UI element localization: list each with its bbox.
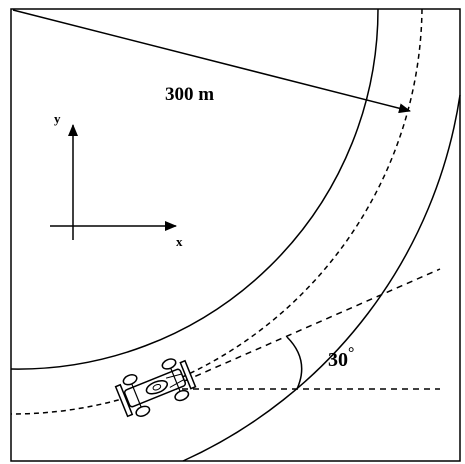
coordinate-axes: y x bbox=[50, 111, 183, 249]
track-outer-edge bbox=[182, 94, 461, 462]
tangent-line bbox=[154, 268, 441, 395]
car-front-wing bbox=[179, 359, 197, 390]
car-wheel-front-right bbox=[174, 389, 190, 402]
angle-label: 30° bbox=[328, 345, 354, 371]
radius-arrow bbox=[12, 9, 411, 114]
x-axis-label: x bbox=[176, 234, 183, 249]
track-inner-edge bbox=[10, 8, 379, 370]
track-centerline bbox=[10, 8, 423, 415]
angle-arc bbox=[286, 336, 303, 390]
car-wheel-rear-right bbox=[135, 405, 151, 417]
car-rear-wing bbox=[114, 383, 134, 418]
figure-frame bbox=[10, 8, 461, 462]
radius-label: 300 m bbox=[165, 84, 214, 105]
y-axis-label: y bbox=[54, 111, 61, 126]
car-wheel-front-left bbox=[161, 358, 177, 370]
car-wheel-rear-left bbox=[122, 374, 138, 386]
car-cockpit bbox=[145, 379, 169, 395]
race-car bbox=[114, 358, 197, 418]
car-driver-helmet bbox=[152, 383, 162, 391]
